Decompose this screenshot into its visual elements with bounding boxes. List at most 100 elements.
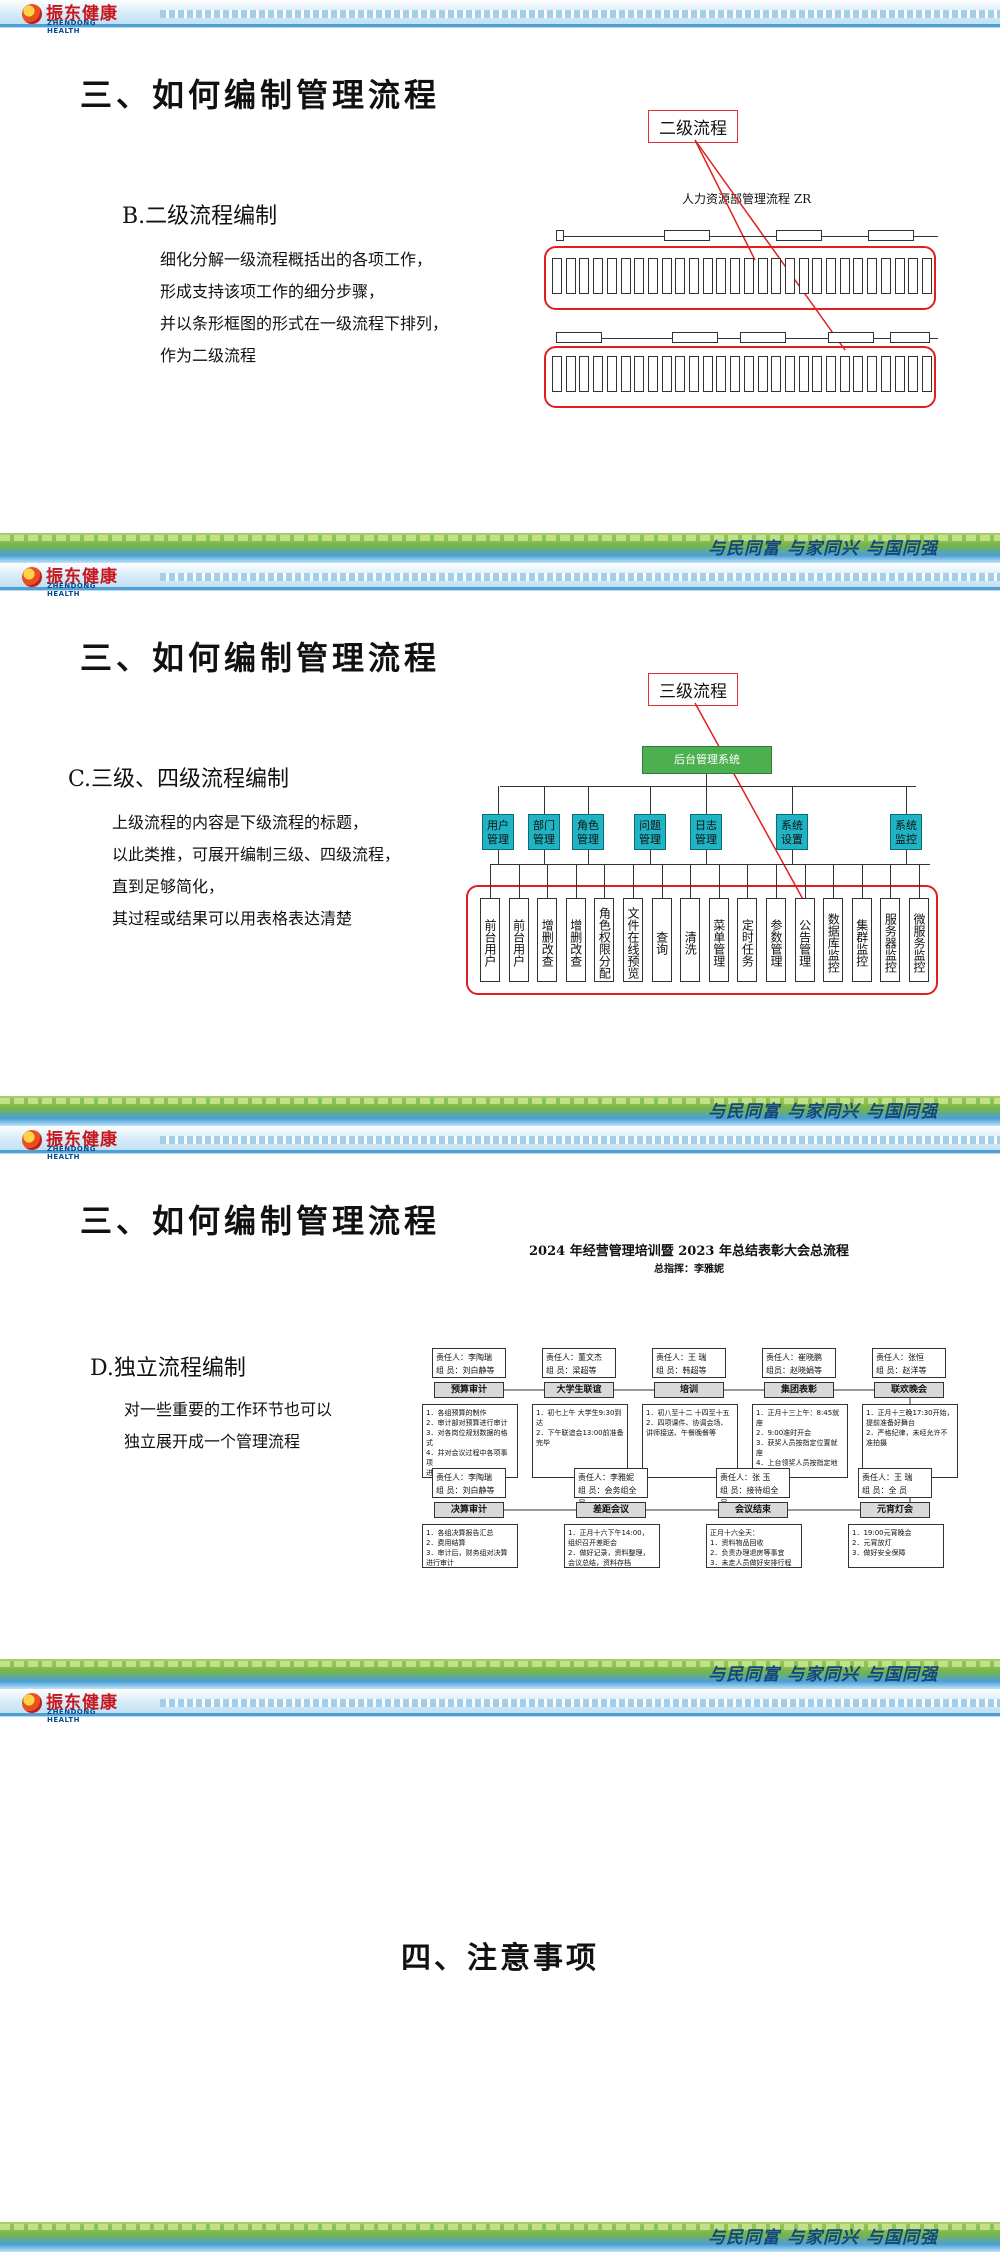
brand-logo: 振东健康 ZHENDONG HEALTH <box>22 3 118 35</box>
body-line: 以此类推，可展开编制三级、四级流程， <box>112 845 401 864</box>
process-box <box>730 356 741 392</box>
detail-box: 1．正月十三晚17:30开始， 提前准备好舞台 2．严格纪律，未经允许不准拍摄 <box>862 1404 958 1478</box>
connector <box>792 786 793 814</box>
connector <box>690 864 692 898</box>
stage-box: 差距会议 <box>576 1502 646 1518</box>
process-box <box>771 356 782 392</box>
process-box <box>647 258 658 294</box>
detail-box: 1．各组预算的制作 2．审计部对预算进行审计 3．对各岗位规划数据的格式 4．并… <box>422 1404 518 1478</box>
brand-logo: 振东健康 ZHENDONG HEALTH <box>22 566 118 598</box>
process-box <box>634 356 645 392</box>
connector <box>792 850 793 864</box>
connector <box>604 864 606 898</box>
responsible-box: 责任人：王 瑞组 员：韩超等 <box>652 1348 726 1378</box>
process-box <box>675 356 686 392</box>
responsible-group: 组 员：刘白静等 <box>436 1366 495 1375</box>
connector <box>490 864 930 865</box>
section-title: 四、注意事项 <box>401 1941 599 1976</box>
callout-level-3: 三级流程 <box>648 673 738 706</box>
callout-arrow <box>694 702 806 904</box>
slide-3: 振东健康 ZHENDONG HEALTH 三、如何编制管理流程 D.独立流程编制… <box>0 1126 1000 1689</box>
connector <box>776 864 777 898</box>
root-node: 后台管理系统 <box>642 746 772 774</box>
connector <box>919 864 920 898</box>
responsible-name: 责任人：李雅妮 <box>578 1473 634 1482</box>
process-box <box>743 356 754 392</box>
process-box <box>853 356 864 392</box>
process-box <box>593 258 604 294</box>
logo-mark-icon <box>22 567 42 587</box>
responsible-name: 责任人：王 瑞 <box>862 1473 913 1482</box>
responsible-box: 责任人：张恒组 员：赵洋等 <box>872 1348 946 1378</box>
module-node: 系统设置 <box>776 814 808 850</box>
header-bar: 振东健康 ZHENDONG HEALTH <box>0 1689 1000 1724</box>
process-box <box>689 356 699 392</box>
process-box <box>661 258 672 294</box>
callout-arrows <box>694 139 846 351</box>
slide-title: 三、如何编制管理流程 <box>80 76 441 114</box>
connector <box>518 864 520 898</box>
stage-box: 决算审计 <box>434 1502 504 1518</box>
process-box <box>798 258 809 294</box>
category-box <box>828 332 874 343</box>
process-box <box>812 258 823 294</box>
slide-title: 三、如何编制管理流程 <box>80 1202 441 1240</box>
responsible-name: 责任人：李陶瑞 <box>436 1473 492 1482</box>
module-node: 系统监控 <box>890 814 922 850</box>
connector <box>718 864 720 898</box>
connector <box>906 850 907 864</box>
logo-mark-icon <box>22 4 42 24</box>
leaf-node: 数据库监控 <box>823 898 844 982</box>
body-line: 其过程或结果可以用表格表达清楚 <box>112 909 353 928</box>
process-box <box>826 356 836 392</box>
red-frame-leaves <box>466 885 938 995</box>
process-box <box>771 258 782 294</box>
logo-mark-icon <box>22 1130 42 1150</box>
connector <box>747 864 749 898</box>
connector <box>498 786 499 814</box>
process-box <box>593 356 604 392</box>
responsible-group: 组 员：梁超等 <box>546 1366 597 1375</box>
leaf-node: 服务器监控 <box>880 898 901 982</box>
process-box <box>565 356 576 392</box>
connector <box>633 864 634 898</box>
slide-subtitle: C.三级、四级流程编制 <box>68 767 290 792</box>
responsible-name: 责任人：崔晓鹏 <box>766 1353 822 1362</box>
chart-caption: 人力资源部管理流程 ZR <box>682 192 812 206</box>
process-box <box>743 258 754 294</box>
slide-2: 振东健康 ZHENDONG HEALTH 三、如何编制管理流程 C.三级、四级流… <box>0 563 1000 1126</box>
process-box <box>689 258 699 294</box>
detail-box: 正月十六全天： 1．资料物品回收 2．负责办理退房等事宜 3．未走人员做好安排行… <box>706 1524 802 1568</box>
connector <box>547 864 549 898</box>
connector <box>706 786 707 814</box>
responsible-group: 组 员：全 员 <box>862 1486 908 1495</box>
process-box <box>757 356 768 392</box>
process-box <box>921 258 932 294</box>
leaf-node: 前台用户 <box>508 898 529 982</box>
process-box <box>757 258 768 294</box>
responsible-group: 组 员：赵洋等 <box>876 1366 927 1375</box>
process-box <box>716 258 727 294</box>
process-box <box>552 258 562 294</box>
process-box <box>921 356 932 392</box>
process-box <box>880 356 891 392</box>
slide-4: 振东健康 ZHENDONG HEALTH 四、注意事项 与民同富 与家同兴 与国… <box>0 1689 1000 2252</box>
detail-box: 1．初七上午 大学生9:30到达 2．下午联谊会13:00前准备完毕 <box>532 1404 628 1478</box>
detail-box: 1．正月十六下午14:00， 组织召开差距会 2．做好记录，资料整理，会议总结，… <box>564 1524 660 1568</box>
process-box <box>894 356 905 392</box>
responsible-name: 责任人：李陶瑞 <box>436 1353 492 1362</box>
module-node: 用户管理 <box>482 814 514 850</box>
module-node: 问题管理 <box>634 814 666 850</box>
process-box <box>606 356 617 392</box>
category-box <box>672 332 718 343</box>
process-box <box>894 258 905 294</box>
connector <box>706 850 707 864</box>
connector <box>661 864 663 898</box>
process-box <box>908 356 919 392</box>
responsible-group: 组员：赵晓娟等 <box>766 1366 822 1375</box>
brand-name-en: ZHENDONG HEALTH <box>47 19 96 35</box>
connector <box>650 850 651 864</box>
leaf-node: 增删改查 <box>537 898 558 982</box>
connector <box>906 786 907 814</box>
